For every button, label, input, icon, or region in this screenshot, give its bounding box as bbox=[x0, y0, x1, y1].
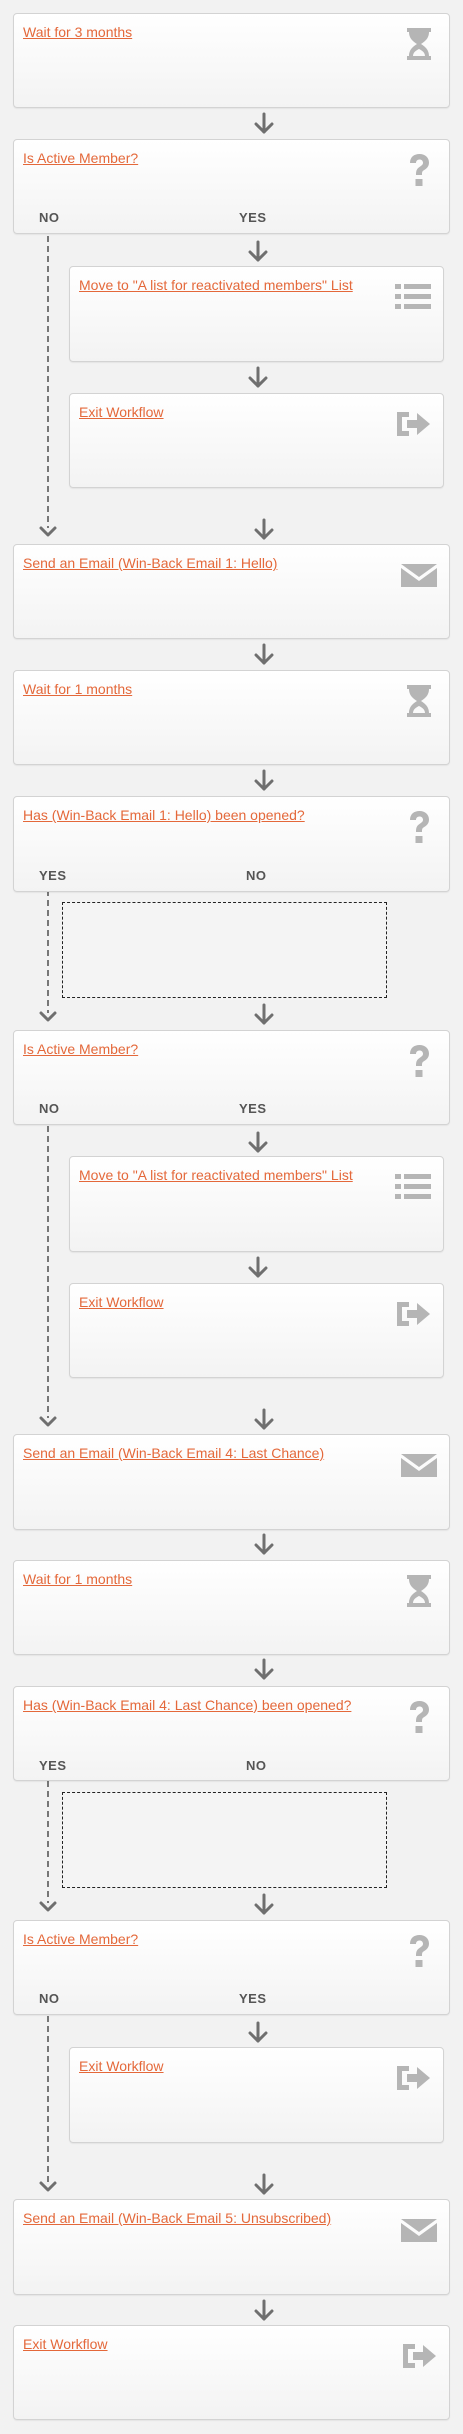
branch-yes-label: YES bbox=[239, 210, 267, 225]
flow-arrow bbox=[248, 240, 268, 262]
bypass-arrow bbox=[39, 1416, 57, 1427]
step-wait-card[interactable]: Wait for 1 months bbox=[13, 1560, 450, 1655]
envelope-icon bbox=[399, 2210, 439, 2250]
bypass-arrow bbox=[39, 1011, 57, 1022]
branch-no-label: NO bbox=[39, 1991, 60, 2006]
branch-no-label: NO bbox=[39, 1101, 60, 1116]
step-condition-card[interactable]: Is Active Member? NO YES bbox=[13, 1920, 450, 2015]
step-exit-link[interactable]: Exit Workflow bbox=[79, 2058, 164, 2074]
flow-arrow bbox=[248, 2021, 268, 2043]
flow-arrow bbox=[254, 1658, 274, 1680]
bypass-arrow bbox=[39, 1901, 57, 1912]
step-exit-link[interactable]: Exit Workflow bbox=[23, 2336, 108, 2352]
branch-no-label: NO bbox=[246, 1758, 267, 1773]
envelope-icon bbox=[399, 555, 439, 595]
flow-arrow bbox=[254, 1003, 274, 1025]
step-opened-check-link[interactable]: Has (Win-Back Email 4: Last Chance) been… bbox=[23, 1697, 352, 1713]
list-icon bbox=[393, 1167, 433, 1207]
step-condition-link[interactable]: Is Active Member? bbox=[23, 150, 139, 166]
flow-arrow bbox=[254, 518, 274, 540]
branch-no-label: NO bbox=[246, 868, 267, 883]
flow-arrow bbox=[248, 1131, 268, 1153]
question-mark-icon bbox=[399, 1041, 439, 1081]
hourglass-icon bbox=[399, 681, 439, 721]
step-condition-card[interactable]: Is Active Member? NO YES bbox=[13, 139, 450, 234]
envelope-icon bbox=[399, 1445, 439, 1485]
branch-yes-label: YES bbox=[39, 1758, 67, 1773]
exit-icon bbox=[399, 2336, 439, 2376]
step-exit-card[interactable]: Exit Workflow bbox=[69, 1283, 444, 1378]
step-wait-link[interactable]: Wait for 1 months bbox=[23, 1571, 133, 1587]
branch-yes-label: YES bbox=[239, 1991, 267, 2006]
step-email-link[interactable]: Send an Email (Win-Back Email 4: Last Ch… bbox=[23, 1445, 325, 1461]
step-move-list-link[interactable]: Move to "A list for reactivated members"… bbox=[79, 1167, 353, 1183]
flow-arrow bbox=[254, 769, 274, 791]
step-email-card[interactable]: Send an Email (Win-Back Email 4: Last Ch… bbox=[13, 1434, 450, 1530]
question-mark-icon bbox=[399, 150, 439, 190]
step-opened-check-card[interactable]: Has (Win-Back Email 4: Last Chance) been… bbox=[13, 1686, 450, 1781]
flow-arrow bbox=[248, 366, 268, 388]
flow-arrow bbox=[254, 2173, 274, 2195]
step-wait-link[interactable]: Wait for 1 months bbox=[23, 681, 133, 697]
hourglass-icon bbox=[399, 24, 439, 64]
empty-branch-dropzone[interactable] bbox=[62, 902, 387, 998]
step-exit-card[interactable]: Exit Workflow bbox=[69, 2047, 444, 2143]
flow-arrow bbox=[248, 1256, 268, 1278]
flow-arrow bbox=[254, 643, 274, 665]
step-opened-check-link[interactable]: Has (Win-Back Email 1: Hello) been opene… bbox=[23, 807, 305, 823]
question-mark-icon bbox=[399, 1931, 439, 1971]
branch-yes-label: YES bbox=[239, 1101, 267, 1116]
step-email-card[interactable]: Send an Email (Win-Back Email 5: Unsubsc… bbox=[13, 2199, 450, 2295]
flow-arrow bbox=[254, 2299, 274, 2321]
step-condition-link[interactable]: Is Active Member? bbox=[23, 1931, 139, 1947]
step-move-list-card[interactable]: Move to "A list for reactivated members"… bbox=[69, 1156, 444, 1252]
exit-icon bbox=[393, 404, 433, 444]
bypass-arrow bbox=[39, 526, 57, 537]
bypass-arrow bbox=[39, 2181, 57, 2192]
list-icon bbox=[393, 277, 433, 317]
step-condition-card[interactable]: Is Active Member? NO YES bbox=[13, 1030, 450, 1125]
step-wait-card[interactable]: Wait for 1 months bbox=[13, 670, 450, 765]
exit-icon bbox=[393, 1294, 433, 1334]
step-move-list-link[interactable]: Move to "A list for reactivated members"… bbox=[79, 277, 353, 293]
flow-arrow bbox=[254, 1533, 274, 1555]
exit-icon bbox=[393, 2058, 433, 2098]
step-wait-link[interactable]: Wait for 3 months bbox=[23, 24, 133, 40]
step-exit-link[interactable]: Exit Workflow bbox=[79, 404, 164, 420]
flow-arrow bbox=[254, 1893, 274, 1915]
step-exit-card[interactable]: Exit Workflow bbox=[13, 2325, 450, 2420]
step-exit-card[interactable]: Exit Workflow bbox=[69, 393, 444, 488]
step-opened-check-card[interactable]: Has (Win-Back Email 1: Hello) been opene… bbox=[13, 796, 450, 892]
step-move-list-card[interactable]: Move to "A list for reactivated members"… bbox=[69, 266, 444, 362]
step-exit-link[interactable]: Exit Workflow bbox=[79, 1294, 164, 1310]
flow-arrow bbox=[254, 1408, 274, 1430]
step-wait-card[interactable]: Wait for 3 months bbox=[13, 13, 450, 108]
step-email-link[interactable]: Send an Email (Win-Back Email 1: Hello) bbox=[23, 555, 278, 571]
branch-yes-label: YES bbox=[39, 868, 67, 883]
flow-arrow bbox=[254, 112, 274, 134]
question-mark-icon bbox=[399, 807, 439, 847]
step-email-card[interactable]: Send an Email (Win-Back Email 1: Hello) bbox=[13, 544, 450, 639]
branch-no-label: NO bbox=[39, 210, 60, 225]
hourglass-icon bbox=[399, 1571, 439, 1611]
question-mark-icon bbox=[399, 1697, 439, 1737]
step-condition-link[interactable]: Is Active Member? bbox=[23, 1041, 139, 1057]
empty-branch-dropzone[interactable] bbox=[62, 1792, 387, 1888]
step-email-link[interactable]: Send an Email (Win-Back Email 5: Unsubsc… bbox=[23, 2210, 332, 2226]
